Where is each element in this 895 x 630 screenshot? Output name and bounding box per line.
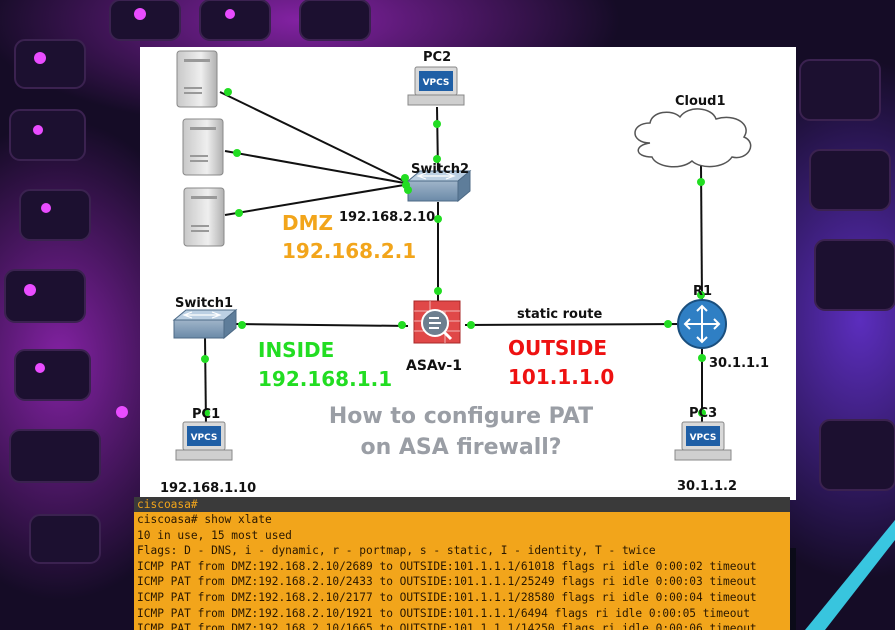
terminal-line: ciscoasa# show xlate <box>137 513 272 526</box>
pc2-label: PC2 <box>423 50 452 65</box>
pc1-label: PC1 <box>192 407 221 422</box>
dmz-server-3[interactable] <box>183 187 225 247</box>
pc3-label: PC3 <box>689 406 718 421</box>
terminal-output: ciscoasa# ciscoasa# show xlate 10 in use… <box>134 497 790 630</box>
pc1-icon[interactable]: VPCS <box>175 421 233 461</box>
terminal-edge-shadow <box>790 548 796 630</box>
terminal-line: ICMP PAT from DMZ:192.168.2.10/1921 to O… <box>137 606 750 620</box>
switch1-label: Switch1 <box>175 296 234 311</box>
router-r1-label: R1 <box>693 284 713 299</box>
cloud1-label: Cloud1 <box>675 94 726 109</box>
router-r1-icon[interactable] <box>677 299 727 349</box>
link-asa-r1 <box>464 323 681 326</box>
terminal-line: ICMP PAT from DMZ:192.168.2.10/1665 to O… <box>137 622 757 630</box>
link-server2-switch2 <box>224 150 411 185</box>
link-switch1-asa <box>235 323 409 327</box>
switch2-label: Switch2 <box>411 162 470 177</box>
pc2-icon[interactable]: VPCS <box>407 66 465 106</box>
link-server1-switch2 <box>219 91 411 185</box>
inside-zone-network: 192.168.1.1 <box>258 367 393 391</box>
pc3-icon[interactable]: VPCS <box>674 421 732 461</box>
asa-label: ASAv-1 <box>406 358 462 374</box>
static-route-label: static route <box>517 307 603 322</box>
link-status-dots <box>201 88 706 417</box>
caption-line-2: on ASA firewall? <box>360 435 562 460</box>
cloud1-icon[interactable] <box>634 108 752 168</box>
inside-zone-name: INSIDE <box>258 338 335 362</box>
terminal-line: ICMP PAT from DMZ:192.168.2.10/2177 to O… <box>137 590 757 604</box>
caption-line-1: How to configure PAT <box>328 404 594 429</box>
pc2-vpcs-badge: VPCS <box>423 78 450 88</box>
pc1-vpcs-badge: VPCS <box>191 433 218 443</box>
link-server3-switch2 <box>224 183 411 216</box>
outside-zone-network: 101.1.1.0 <box>508 365 615 389</box>
pc1-ip-label: 192.168.1.10 <box>160 481 257 496</box>
terminal-title-bar: ciscoasa# <box>134 497 790 512</box>
dmz-zone-network: 192.168.2.1 <box>282 239 417 263</box>
terminal-line: Flags: D - DNS, i - dynamic, r - portmap… <box>137 544 656 558</box>
terminal-line: ICMP PAT from DMZ:192.168.2.10/2689 to O… <box>137 559 757 573</box>
outside-zone-name: OUTSIDE <box>508 336 607 360</box>
pc3-ip-label: 30.1.1.2 <box>677 479 738 494</box>
link-r1-cloud1 <box>700 164 703 302</box>
dmz-server-1[interactable] <box>176 50 218 108</box>
r1-ip-label: 30.1.1.1 <box>709 356 770 371</box>
network-topology-canvas: VPCS VPCS VPCS <box>172 50 752 461</box>
pc3-vpcs-badge: VPCS <box>690 433 717 443</box>
dmz-server-2[interactable] <box>182 118 224 176</box>
switch1-icon[interactable] <box>172 308 238 340</box>
topology-diagram-panel: VPCS VPCS VPCS <box>140 47 796 500</box>
switch2-icon[interactable] <box>406 169 472 203</box>
terminal-line: 10 in use, 15 most used <box>137 528 292 542</box>
dmz-zone-name: DMZ <box>282 211 334 235</box>
dmz-server-ip-label: 192.168.2.10 <box>339 210 436 225</box>
asa-firewall-icon[interactable] <box>413 300 461 344</box>
terminal-line: ICMP PAT from DMZ:192.168.2.10/2433 to O… <box>137 575 757 589</box>
